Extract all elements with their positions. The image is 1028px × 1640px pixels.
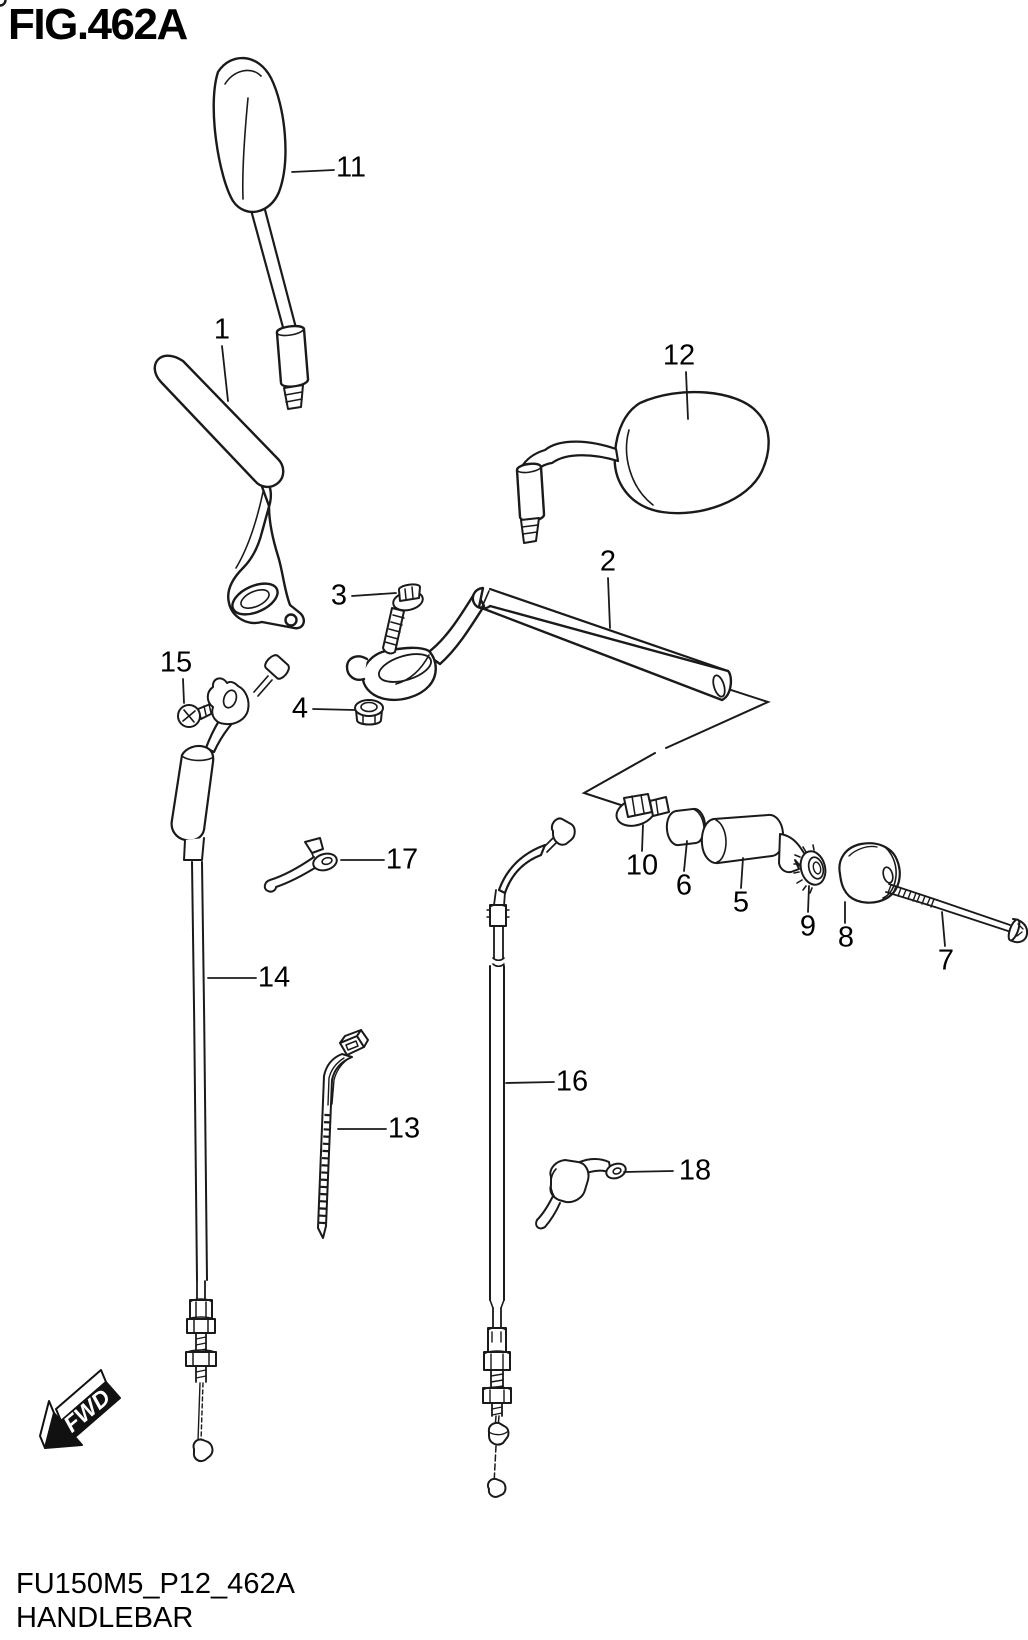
part-label-7: 7 — [937, 944, 955, 977]
part-label-3: 3 — [330, 579, 348, 612]
part-15-screw — [177, 702, 216, 728]
part-label-15: 15 — [159, 646, 193, 679]
part-label-14: 14 — [257, 961, 291, 994]
part-label-18: 18 — [678, 1154, 712, 1187]
part-5-tube — [700, 813, 808, 874]
part-13-band — [317, 1029, 369, 1239]
part-11-mirror-left — [212, 56, 310, 410]
part-4-nut — [354, 699, 384, 726]
fwd-arrow: FWD — [39, 1369, 121, 1449]
part-label-12: 12 — [662, 339, 696, 372]
figure-title: FIG.462A — [8, 0, 188, 49]
part-3-bolt — [382, 583, 424, 655]
part-6-spacer — [665, 807, 707, 847]
part-label-16: 16 — [555, 1065, 589, 1098]
part-8-cap — [838, 842, 901, 904]
part-16-cable — [482, 817, 576, 1498]
part-label-6: 6 — [675, 869, 693, 902]
part-label-5: 5 — [732, 886, 750, 919]
part-10-adjuster — [615, 793, 670, 827]
part-17-clamp — [263, 837, 338, 893]
figure-part-name: HANDLEBAR — [16, 1602, 194, 1634]
part-2-handlebar-right — [345, 586, 733, 702]
part-label-13: 13 — [387, 1112, 421, 1145]
part-14-cable — [170, 654, 290, 1462]
part-9-ring — [793, 844, 827, 894]
part-label-4: 4 — [291, 692, 309, 725]
part-label-17: 17 — [385, 843, 419, 876]
leader-lines — [182, 169, 946, 1173]
part-label-8: 8 — [837, 921, 855, 954]
part-label-11: 11 — [335, 151, 367, 184]
part-18-clamp — [535, 1157, 627, 1230]
part-label-10: 10 — [625, 849, 659, 882]
part-1-handlebar-left — [0, 0, 306, 630]
part-label-9: 9 — [799, 910, 817, 943]
part-12-mirror-right — [515, 390, 770, 544]
part-label-1: 1 — [213, 313, 231, 346]
part-label-2: 2 — [599, 545, 617, 578]
figure-part-code: FU150M5_P12_462A — [16, 1568, 295, 1600]
part-7-screw — [885, 883, 1028, 944]
